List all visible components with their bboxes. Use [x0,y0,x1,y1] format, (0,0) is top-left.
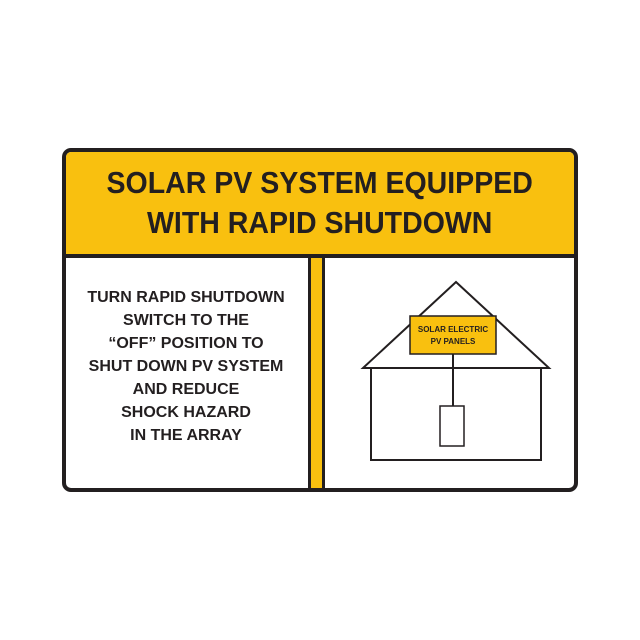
header-title-line-1: SOLAR PV SYSTEM EQUIPPED [106,165,534,200]
house-diagram: SOLAR ELECTRIC PV PANELS [360,280,552,461]
instruction-line-6: SHOCK HAZARD [121,404,251,421]
center-divider [308,258,325,488]
instruction-line-3: “OFF” POSITION TO [108,335,264,352]
sign-header: SOLAR PV SYSTEM EQUIPPED WITH RAPID SHUT… [66,152,574,258]
shutdown-switch-icon [439,405,465,447]
instruction-text: TURN RAPID SHUTDOWN SWITCH TO THE “OFF” … [70,286,302,447]
pv-panel-label-line-2: PV PANELS [431,337,476,346]
instruction-line-2: SWITCH TO THE [123,312,249,329]
instruction-line-4: SHUT DOWN PV SYSTEM [88,358,284,375]
instruction-line-1: TURN RAPID SHUTDOWN [87,289,285,306]
instruction-line-7: IN THE ARRAY [130,427,242,444]
pv-panel-icon [409,315,497,355]
instruction-line-5: AND REDUCE [132,381,240,398]
rapid-shutdown-sign: SOLAR PV SYSTEM EQUIPPED WITH RAPID SHUT… [62,148,578,492]
header-title-line-2: WITH RAPID SHUTDOWN [147,205,493,240]
pv-panel-label-line-1: SOLAR ELECTRIC [418,325,488,334]
